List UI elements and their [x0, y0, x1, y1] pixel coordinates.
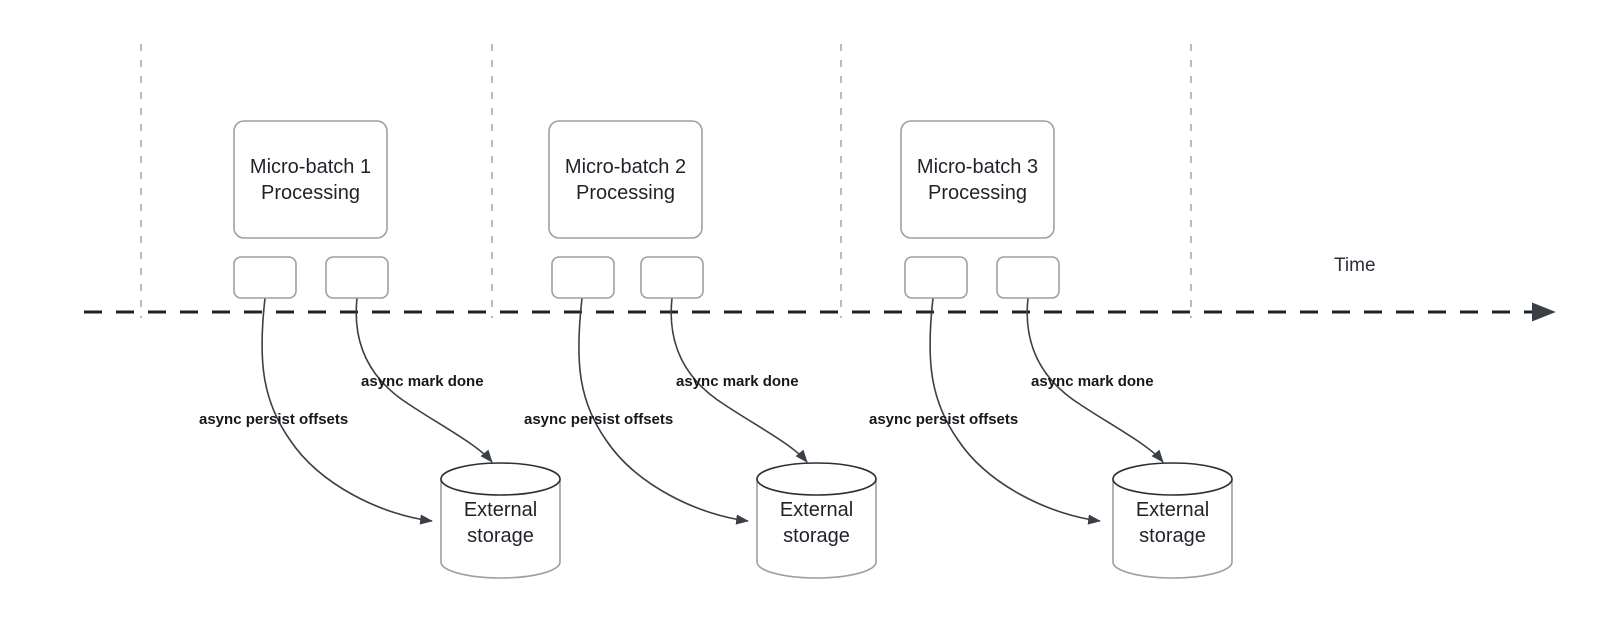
shapes-group	[233, 120, 1233, 579]
edge-persist-offsets-1	[261, 297, 433, 525]
cylinder-top-2	[756, 462, 877, 496]
edge-label-mark-done-3: async mark done	[1031, 373, 1154, 390]
task-box-persist-task-2[interactable]	[551, 256, 615, 299]
edge-label-persist-offsets-2: async persist offsets	[524, 411, 674, 428]
edges-group	[261, 297, 1164, 525]
task-box-persist-task-1[interactable]	[233, 256, 297, 299]
cylinder-top-1	[440, 462, 561, 496]
edge-mark-done-2	[670, 297, 808, 463]
edge-label-mark-done-1: async mark done	[361, 373, 484, 390]
cylinder-top-3	[1112, 462, 1233, 496]
task-box-persist-task-3[interactable]	[904, 256, 968, 299]
task-box-mark-done-task-2[interactable]	[640, 256, 704, 299]
cylinder-body-2	[756, 478, 877, 579]
cylinder-body-3	[1112, 478, 1233, 579]
edge-label-persist-offsets-3: async persist offsets	[869, 411, 1019, 428]
external-storage-1[interactable]	[440, 462, 561, 579]
edge-persist-offsets-2	[578, 297, 749, 525]
edge-persist-offsets-3	[929, 297, 1101, 525]
micro-batch-box-1[interactable]	[233, 120, 388, 239]
edge-label-persist-offsets-1: async persist offsets	[199, 411, 349, 428]
edge-mark-done-3	[1026, 297, 1164, 463]
micro-batch-box-2[interactable]	[548, 120, 703, 239]
task-box-mark-done-task-3[interactable]	[996, 256, 1060, 299]
task-box-mark-done-task-1[interactable]	[325, 256, 389, 299]
edge-mark-done-1	[355, 297, 493, 463]
external-storage-3[interactable]	[1112, 462, 1233, 579]
external-storage-2[interactable]	[756, 462, 877, 579]
timeline-separators	[140, 44, 1192, 318]
cylinder-body-1	[440, 478, 561, 579]
micro-batch-box-3[interactable]	[900, 120, 1055, 239]
edge-label-mark-done-2: async mark done	[676, 373, 799, 390]
time-axis-label: Time	[1334, 255, 1376, 276]
